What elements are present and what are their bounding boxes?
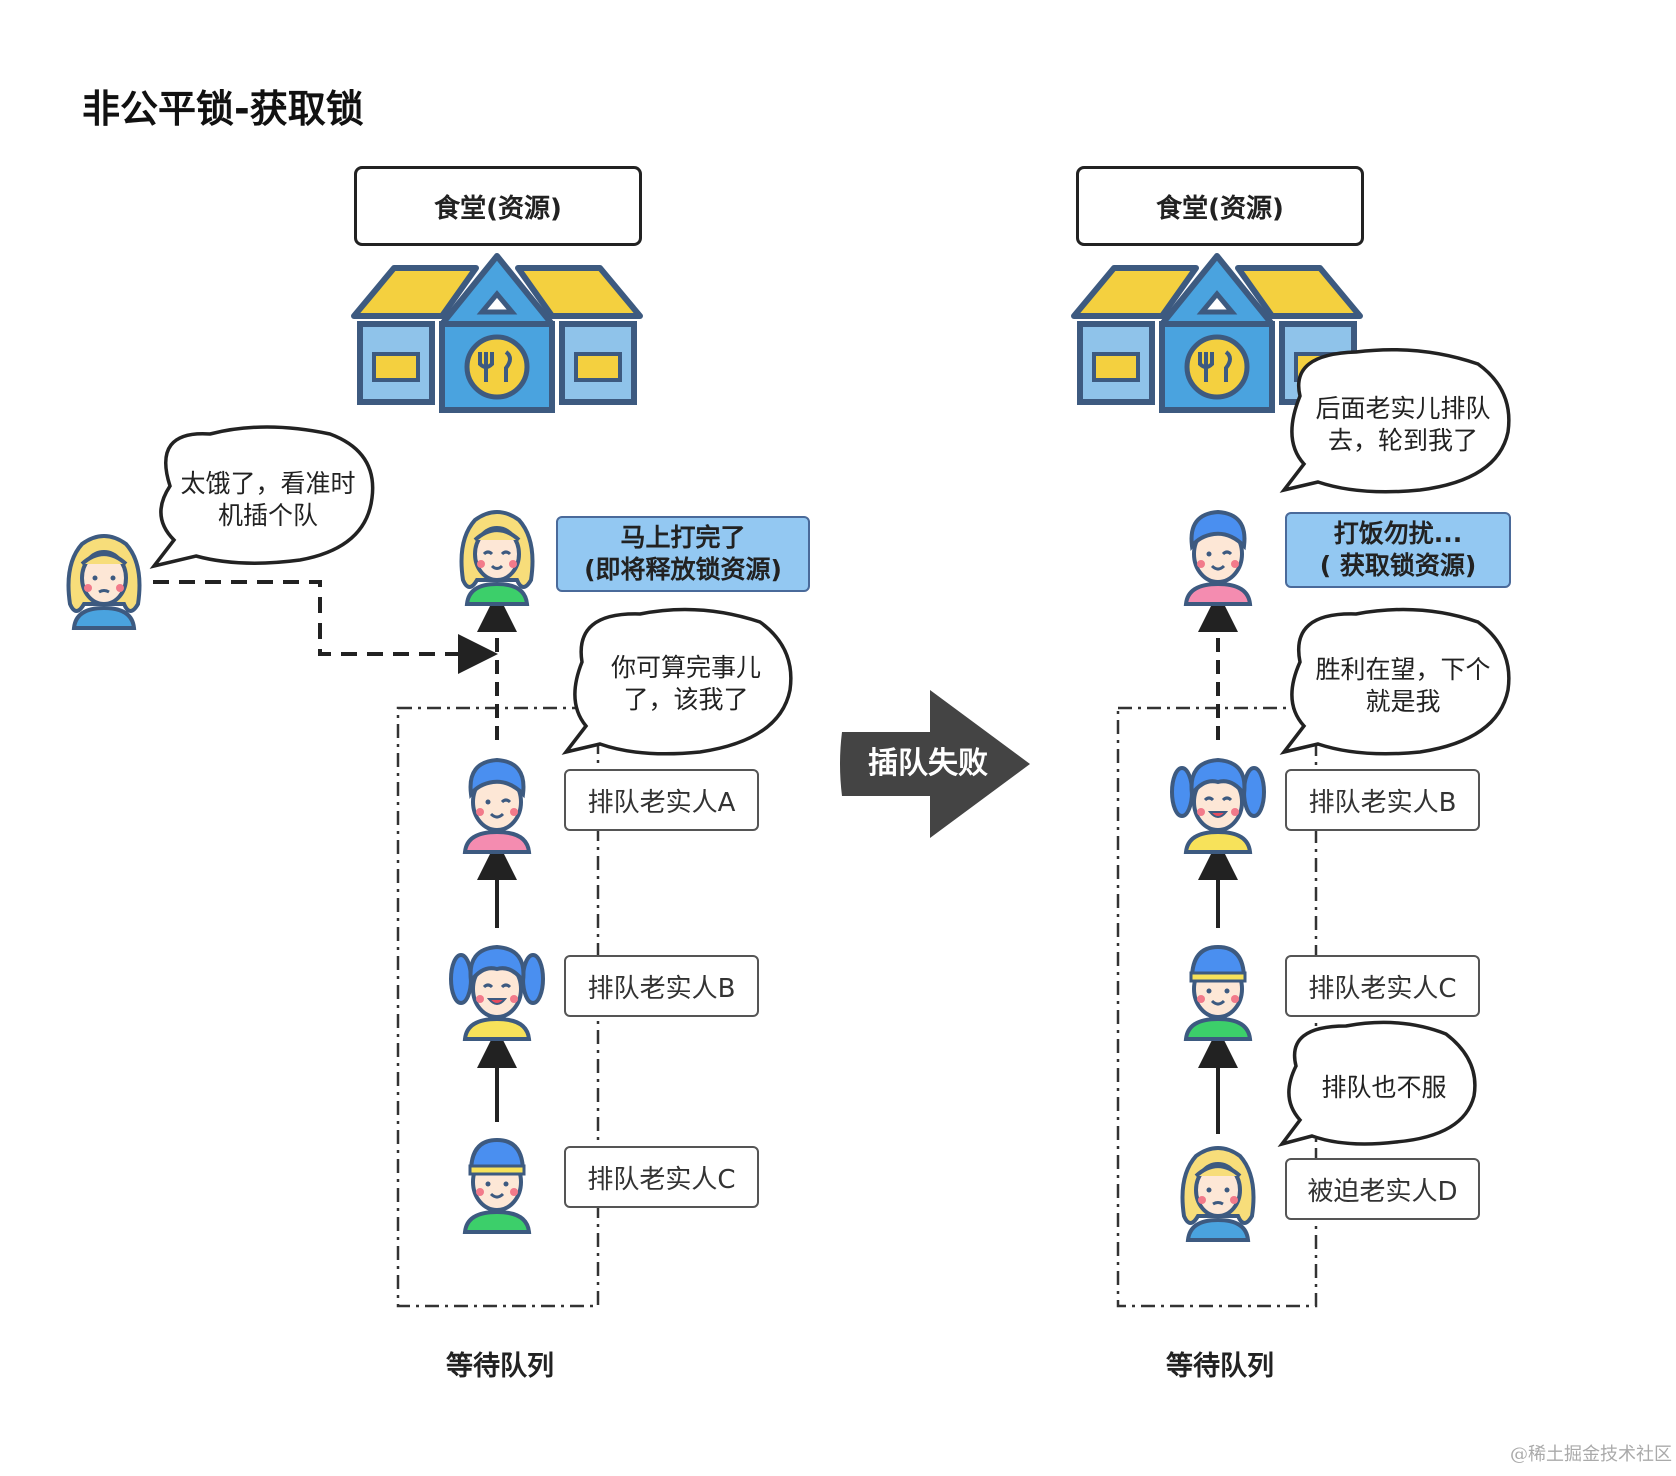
queue-person-c-avatar xyxy=(463,1138,531,1234)
queue-label-c: 排队老实人C xyxy=(564,1146,759,1208)
person-b-bubble-line-1: 胜利在望，下个 xyxy=(1315,655,1491,684)
queue-label-a-text: 排队老实人A xyxy=(587,787,736,818)
waiting-queue-label-left: 等待队列 xyxy=(446,1351,554,1382)
holder-bubble-line-2: 去，轮到我了 xyxy=(1327,426,1478,455)
queue-label-b-text: 排队老实人B xyxy=(587,973,736,1004)
cut-in-path-arrow xyxy=(153,580,498,674)
holder-bubble-text: 后面老实儿排队 去，轮到我了 xyxy=(1300,393,1506,457)
cut-in-failed-label: 插队失败 xyxy=(868,746,988,781)
person-a-bubble-line-1: 你可算完事儿 xyxy=(610,653,761,682)
canteen-icon-left xyxy=(354,256,640,410)
watermark-text: @稀土掘金技术社区 xyxy=(1510,1444,1672,1465)
queue-person-d-avatar xyxy=(1180,1146,1256,1242)
intruder-bubble-line-2: 机插个队 xyxy=(217,501,318,530)
queue-label-c-right: 排队老实人C xyxy=(1285,955,1480,1017)
intruder-bubble-text: 太饿了，看准时 机插个队 xyxy=(168,468,368,532)
queue-label-a: 排队老实人A xyxy=(564,769,759,831)
person-b-bubble-text: 胜利在望，下个 就是我 xyxy=(1300,654,1506,718)
holder-speech-bubble xyxy=(1279,348,1511,494)
resource-label-left: 食堂(资源) xyxy=(434,193,562,224)
queue-label-d-text: 被迫老实人D xyxy=(1307,1176,1458,1207)
person-a-bubble-line-2: 了，该我了 xyxy=(623,685,749,714)
queue-label-b-right: 排队老实人B xyxy=(1285,769,1480,831)
holder-status-box-right: 打饭勿扰... ( 获取锁资源) xyxy=(1285,512,1511,588)
person-a-speech-bubble xyxy=(561,607,793,756)
resource-box-left: 食堂(资源) xyxy=(354,166,642,246)
holder-status-right-line-1: 打饭勿扰... xyxy=(1333,519,1463,548)
holder-status-line-2: (即将释放锁资源) xyxy=(584,555,782,584)
holder-status-line-1: 马上打完了 xyxy=(620,523,746,552)
holder-status-box-left: 马上打完了 (即将释放锁资源) xyxy=(556,516,810,592)
queue-person-b-avatar-right xyxy=(1170,758,1266,854)
intruder-speech-bubble xyxy=(149,425,375,569)
person-d-speech-bubble xyxy=(1277,1020,1477,1147)
queue-label-b: 排队老实人B xyxy=(564,955,759,1017)
person-d-bubble-text: 排队也不服 xyxy=(1296,1072,1472,1104)
person-b-speech-bubble xyxy=(1279,607,1511,756)
lock-holder-avatar-left xyxy=(459,510,535,606)
resource-box-right: 食堂(资源) xyxy=(1076,166,1364,246)
queue-label-c-right-text: 排队老实人C xyxy=(1308,973,1457,1004)
queue-label-d: 被迫老实人D xyxy=(1285,1158,1480,1220)
queue-label-b-right-text: 排队老实人B xyxy=(1308,787,1457,818)
intruder-bubble-line-1: 太饿了，看准时 xyxy=(180,469,356,498)
lock-holder-avatar-right xyxy=(1184,510,1252,606)
queue-person-c-avatar-right xyxy=(1184,945,1252,1041)
page-title: 非公平锁-获取锁 xyxy=(82,87,364,131)
queue-person-b-avatar xyxy=(449,945,545,1041)
person-b-bubble-line-2: 就是我 xyxy=(1365,687,1441,716)
intruder-avatar xyxy=(66,534,142,630)
holder-status-right-line-2: ( 获取锁资源) xyxy=(1319,551,1477,580)
holder-bubble-line-1: 后面老实儿排队 xyxy=(1315,394,1491,423)
queue-person-a-avatar xyxy=(463,758,531,854)
person-d-bubble-line-1: 排队也不服 xyxy=(1321,1073,1447,1102)
waiting-queue-label-right: 等待队列 xyxy=(1166,1351,1274,1382)
cut-in-failed-arrow xyxy=(840,690,1030,838)
resource-label-right: 食堂(资源) xyxy=(1156,193,1284,224)
person-a-bubble-text: 你可算完事儿 了，该我了 xyxy=(586,652,786,716)
queue-label-c-text: 排队老实人C xyxy=(587,1164,736,1195)
